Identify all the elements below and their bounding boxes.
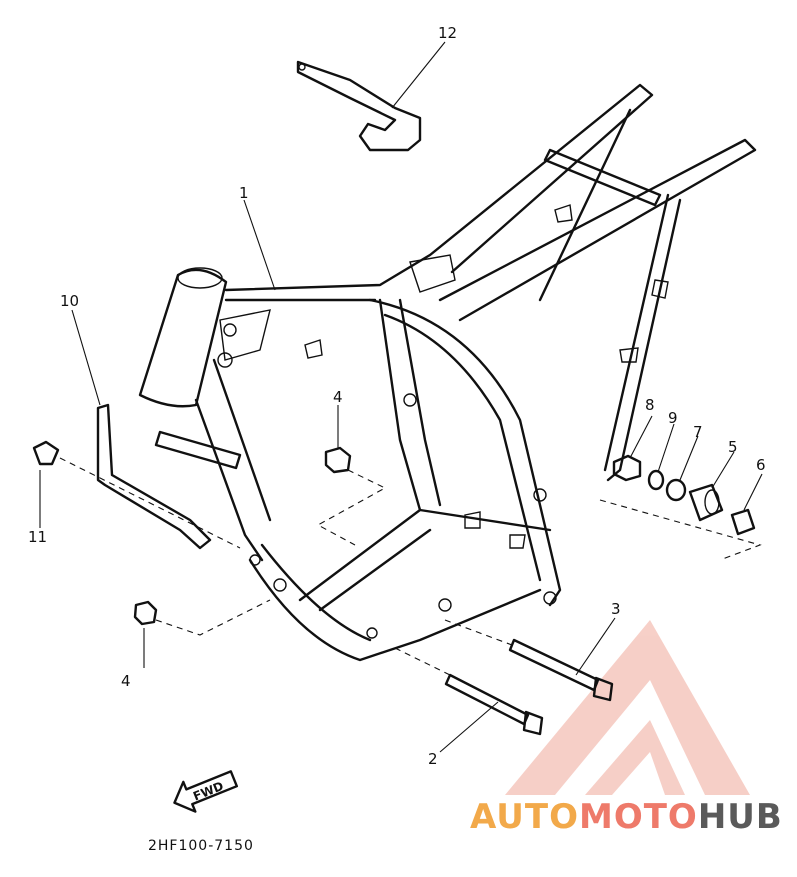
watermark-text-hub: HUB bbox=[698, 797, 783, 837]
leader-10 bbox=[71, 309, 101, 406]
leader-5 bbox=[711, 451, 735, 489]
part-1-main-frame bbox=[138, 83, 757, 662]
fwd-label: FWD bbox=[191, 779, 225, 804]
part-2-bolt bbox=[444, 673, 544, 736]
part-6-collar bbox=[730, 508, 756, 536]
fwd-arrow-icon: FWD bbox=[173, 770, 239, 813]
leader-12 bbox=[391, 41, 446, 109]
leader-6 bbox=[743, 473, 763, 511]
callout-10: 10 bbox=[60, 292, 79, 310]
leader-7 bbox=[679, 435, 699, 481]
callout-2: 2 bbox=[428, 750, 438, 768]
leader-4-lower-dashed bbox=[155, 599, 271, 636]
leader-3 bbox=[575, 617, 616, 676]
leader-2-3-dashed bbox=[394, 619, 513, 676]
callout-1: 1 bbox=[239, 184, 249, 202]
callout-7: 7 bbox=[693, 423, 703, 441]
callout-11: 11 bbox=[28, 528, 47, 546]
leader-2 bbox=[439, 701, 499, 753]
callout-4-lower: 4 bbox=[121, 672, 131, 690]
leader-9 bbox=[657, 423, 675, 473]
callout-8: 8 bbox=[645, 396, 655, 414]
part-8-bolt bbox=[612, 454, 642, 482]
callout-12: 12 bbox=[438, 24, 457, 42]
leader-1 bbox=[243, 199, 276, 291]
callout-6: 6 bbox=[756, 456, 766, 474]
callout-5: 5 bbox=[728, 438, 738, 456]
callout-9: 9 bbox=[668, 409, 678, 427]
leader-right-dashed bbox=[599, 499, 762, 561]
watermark-text-moto: MOTO bbox=[579, 797, 698, 837]
diagram-code: 2HF100-7150 bbox=[148, 838, 254, 854]
leader-11-dashed bbox=[59, 457, 241, 549]
part-5-bushing bbox=[688, 483, 724, 522]
watermark-text: AUTOMOTOHUB bbox=[470, 797, 783, 837]
part-7-washer bbox=[665, 478, 687, 502]
leader-4-upper-dashed bbox=[316, 469, 387, 546]
watermark-text-auto: AUTO bbox=[470, 797, 579, 837]
part-4-nut-lower bbox=[133, 600, 158, 626]
callout-4-upper: 4 bbox=[333, 388, 343, 406]
part-4-nut-upper bbox=[324, 446, 352, 474]
callout-3: 3 bbox=[611, 600, 621, 618]
watermark-logo-icon bbox=[505, 620, 750, 795]
part-12-bracket bbox=[296, 60, 422, 152]
part-10-stand bbox=[96, 403, 212, 550]
part-3-bolt bbox=[508, 638, 614, 702]
leader-8 bbox=[629, 415, 653, 459]
part-11-bolt bbox=[32, 440, 60, 466]
part-9-washer bbox=[647, 469, 665, 491]
